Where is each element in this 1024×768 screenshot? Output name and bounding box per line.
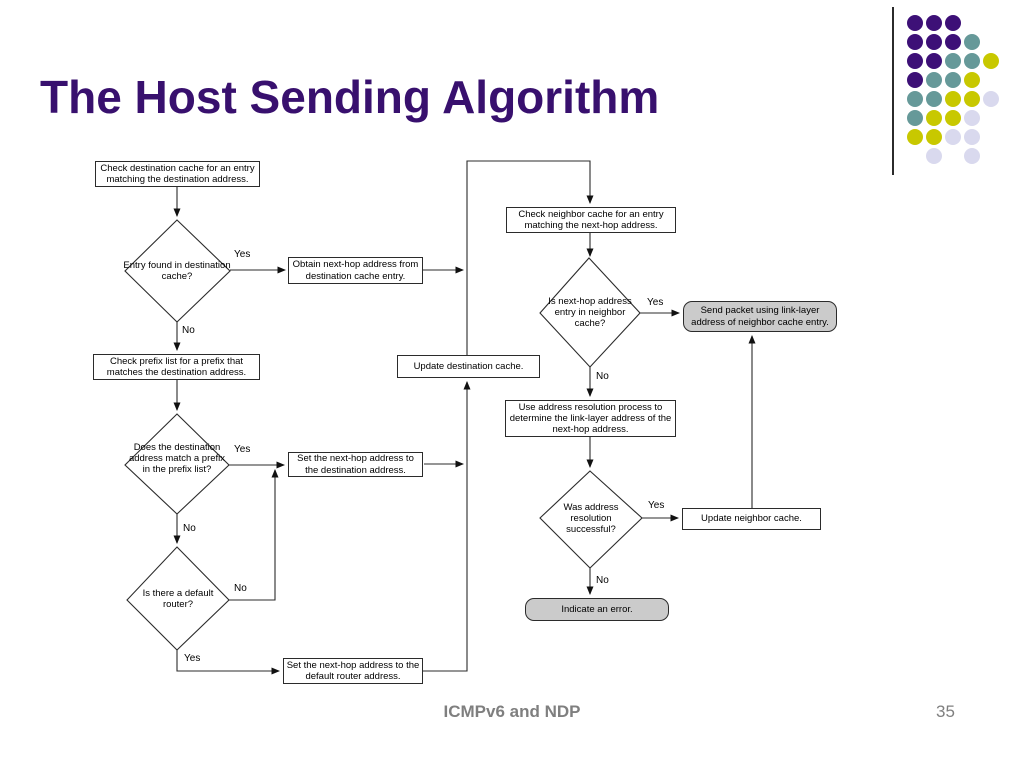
edge-label-no: No: [596, 371, 609, 382]
edge-label-no: No: [596, 575, 609, 586]
deco-dot: [907, 110, 923, 126]
deco-dot: [907, 91, 923, 107]
node-set-next-hop-default-router: Set the next-hop address to the default …: [283, 658, 423, 684]
deco-dot: [983, 91, 999, 107]
deco-dot: [907, 15, 923, 31]
dot-grid-decoration: [907, 15, 1017, 175]
node-send-packet: Send packet using link-layer address of …: [683, 301, 837, 332]
page-number: 35: [936, 702, 955, 721]
deco-dot: [926, 34, 942, 50]
deco-dot: [945, 53, 961, 69]
edge-label-yes: Yes: [184, 653, 201, 664]
decision-resolution-success-shape: [539, 470, 643, 569]
deco-dot: [926, 129, 942, 145]
deco-dot: [945, 110, 961, 126]
decision-resolution-success-label: Was address resolution successful?: [563, 502, 619, 536]
node-obtain-next-hop: Obtain next-hop address from destination…: [288, 257, 423, 284]
deco-dot: [907, 53, 923, 69]
footer-title: ICMPv6 and NDP: [443, 702, 581, 721]
edge-defaultrouter-yes: [176, 650, 280, 675]
deco-dot: [907, 34, 923, 50]
deco-dot: [983, 53, 999, 69]
deco-dot: [964, 72, 980, 88]
deco-dot: [964, 148, 980, 164]
node-use-address-resolution: Use address resolution process to determ…: [505, 400, 676, 437]
deco-dot: [926, 91, 942, 107]
decision-prefix-match-label: Does the destination address match a pre…: [128, 442, 226, 476]
node-indicate-error: Indicate an error.: [525, 598, 669, 621]
deco-dot: [907, 129, 923, 145]
decision-entry-found-label: Entry found in destination cache?: [123, 260, 231, 283]
edge-label-no: No: [182, 325, 195, 336]
deco-dot: [945, 129, 961, 145]
node-update-destination-cache: Update destination cache.: [397, 355, 540, 378]
deco-dot: [926, 15, 942, 31]
deco-dot: [964, 91, 980, 107]
deco-dot: [964, 129, 980, 145]
deco-dot: [926, 53, 942, 69]
node-check-destination-cache: Check destination cache for an entry mat…: [95, 161, 260, 187]
edge-label-yes: Yes: [648, 500, 665, 511]
node-check-prefix-list: Check prefix list for a prefix that matc…: [93, 354, 260, 380]
node-update-neighbor-cache: Update neighbor cache.: [682, 508, 821, 530]
edge-setdefault-to-updatedest: [423, 381, 471, 672]
deco-dot: [945, 72, 961, 88]
deco-dot: [926, 110, 942, 126]
edge-label-no: No: [234, 583, 247, 594]
deco-dot: [964, 110, 980, 126]
node-check-neighbor-cache: Check neighbor cache for an entry matchi…: [506, 207, 676, 233]
deco-dot: [945, 91, 961, 107]
edge-updatedest-to-checkneighbor: [466, 160, 594, 355]
deco-dot: [926, 72, 942, 88]
deco-dot: [926, 148, 942, 164]
decision-neighbor-entry-shape: [539, 257, 641, 368]
deco-dot: [945, 15, 961, 31]
vertical-rule-decoration: [892, 7, 894, 175]
edge-label-no: No: [183, 523, 196, 534]
edge-label-yes: Yes: [234, 249, 251, 260]
edge-label-yes: Yes: [647, 297, 664, 308]
decision-default-router-label: Is there a default router?: [142, 588, 214, 611]
deco-dot: [964, 34, 980, 50]
page-title: The Host Sending Algorithm: [40, 71, 660, 123]
decision-entry-found-shape: [124, 219, 231, 323]
deco-dot: [964, 53, 980, 69]
decision-neighbor-entry-label: Is next-hop address entry in neighbor ca…: [548, 296, 632, 330]
decision-prefix-match-shape: [124, 413, 230, 515]
decision-default-router-shape: [126, 546, 230, 651]
deco-dot: [945, 34, 961, 50]
edge-label-yes: Yes: [234, 444, 251, 455]
edge-defaultrouter-no: [229, 469, 279, 601]
node-set-next-hop-destination: Set the next-hop address to the destinat…: [288, 452, 423, 477]
deco-dot: [907, 72, 923, 88]
